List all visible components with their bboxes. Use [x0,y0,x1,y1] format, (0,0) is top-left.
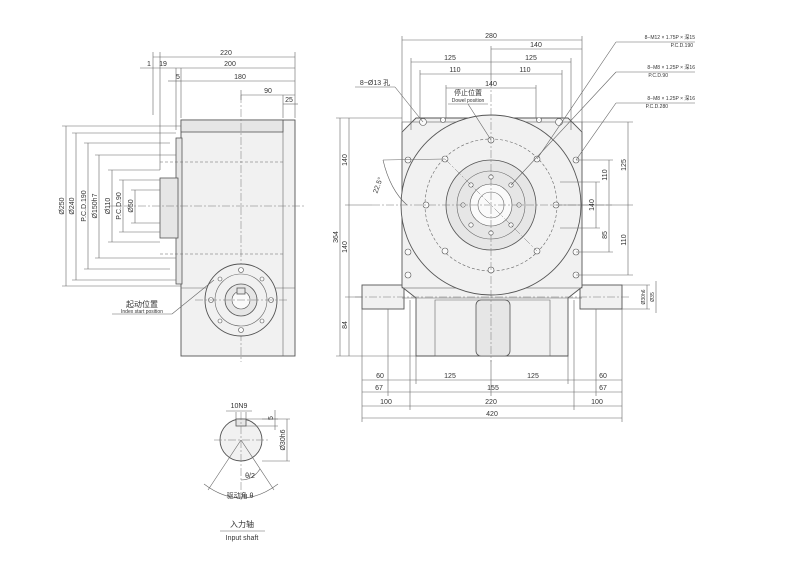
dim-110-top-l: 110 [449,67,460,74]
dowel-label-cn: 停止位置 [454,88,482,97]
dim-140-l-bot: 140 [342,241,349,253]
dim-60-r: 60 [599,373,607,380]
callout-m8-280-main: 8−M8 × 1.25P × 深16 [647,95,695,102]
dim-pcd90: P.C.D.90 [116,192,123,220]
dim-280: 280 [485,33,497,40]
dim-420: 420 [486,411,498,418]
dim-220-b: 220 [485,399,497,406]
dim-125-top-r: 125 [525,55,537,62]
callout-m8-90-main: 8−M8 × 1.25P × 深16 [647,64,695,71]
dim-5: 5 [176,74,180,81]
callout-m8-90-sub: P.C.D.90 [648,73,668,79]
dim-67-l: 67 [375,385,383,392]
callout-m12-sub: P.C.D.190 [671,43,694,49]
key-width: 10N9 [231,403,248,410]
dim-85-r: 85 [602,231,609,239]
dim-67-r: 67 [599,385,607,392]
dim-180: 180 [234,74,246,81]
dim-125-top-l: 125 [444,55,456,62]
dim-125-b-r: 125 [527,373,539,380]
dim-155: 155 [487,385,499,392]
half-angle: θ/2 [245,473,255,480]
dim-125-r: 125 [621,159,628,171]
dim-140-r: 140 [589,199,596,211]
shaft-title-cn: 入力轴 [230,519,254,529]
dim-110-r-top: 110 [602,169,609,180]
bottom-slot [475,299,511,357]
dim-100-r: 100 [591,399,603,406]
front-view: 280 140 125 125 110 110 140 8−M12 × 1.75… [333,33,695,422]
dim-125-b-l: 125 [444,373,456,380]
dim-200: 200 [224,61,236,68]
dim-19: 19 [159,61,167,68]
shaft-diameter: Ø30h6 [280,429,287,450]
dim-d150h7: Ø150h7 [92,193,99,218]
dim-140-l-top: 140 [342,154,349,166]
dim-140-top: 140 [530,42,542,49]
dim-d110: Ø110 [105,198,112,215]
index-start-label-en: Index start position [121,309,163,315]
dim-100-l: 100 [380,399,392,406]
dowel-label-en: Dowel position [452,98,485,104]
left-output-boss [159,177,179,239]
dim-60-l: 60 [376,373,384,380]
hole-label: 8−Ø13 孔 [360,79,390,87]
dim-84: 84 [342,321,349,329]
dim-d240: Ø240 [69,197,76,214]
input-shaft-view: 10N9 5 Ø30h6 θ/2 驱动角 θ 入力轴 Input shaft [203,403,290,542]
angle-22-5: 22.5° [372,176,385,194]
shaft-title-en: Input shaft [226,535,259,542]
dim-1: 1 [147,61,151,68]
dim-110-r-bot: 110 [621,234,628,245]
dim-140-mid: 140 [485,81,497,88]
dim-shaft-d35: Ø35 [650,292,656,302]
dim-110-top-r: 110 [519,67,530,74]
dim-d250: Ø250 [59,197,66,214]
callout-m12-main: 8−M12 × 1.75P × 深15 [645,34,696,41]
dim-364: 364 [333,231,340,243]
dim-25: 25 [285,97,293,104]
callout-m8-280-sub: P.C.D.280 [646,104,669,110]
dim-220: 220 [220,50,232,57]
drive-angle: 驱动角 θ [227,491,254,500]
dim-shaft-d30h6: Ø30h6 [641,289,647,304]
dim-90: 90 [264,88,272,95]
dim-d50: Ø50 [128,199,135,212]
left-side-view: 220 200 180 1 19 5 90 25 Ø250 Ø240 P.C.D… [59,50,305,362]
dim-pcd190: P.C.D.190 [81,190,88,221]
key-depth: 5 [268,416,275,420]
index-start-label-cn: 起动位置 [126,299,158,309]
